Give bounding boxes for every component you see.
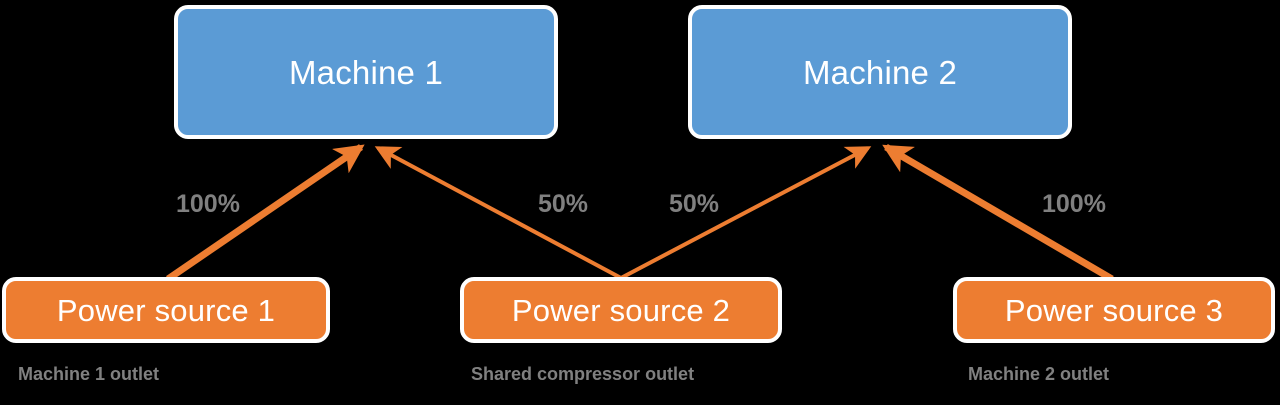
caption-power-source-3: Machine 2 outlet [968, 364, 1110, 384]
edge-label-source1-machine1: 100% [176, 190, 240, 218]
node-power-source-1[interactable]: Power source 1 [2, 277, 330, 343]
node-machine-2-label: Machine 2 [802, 53, 958, 91]
node-power-source-3-label: Power source 3 [1004, 292, 1224, 328]
caption-power-source-2: Shared compressor outlet [471, 364, 695, 384]
node-power-source-3[interactable]: Power source 3 [953, 277, 1275, 343]
node-power-source-1-label: Power source 1 [56, 292, 276, 328]
node-power-source-2[interactable]: Power source 2 [460, 277, 782, 343]
node-power-source-2-label: Power source 2 [511, 292, 731, 328]
node-machine-2[interactable]: Machine 2 [688, 5, 1072, 139]
edge-label-source3-machine2: 100% [1042, 190, 1106, 218]
node-machine-1-label: Machine 1 [288, 53, 444, 91]
connector-source2-machine2 [620, 146, 872, 280]
edge-label-source2-machine2: 50% [669, 190, 720, 218]
node-machine-1[interactable]: Machine 1 [174, 5, 558, 139]
edge-label-source2-machine1: 50% [538, 190, 589, 218]
caption-power-source-1: Machine 1 outlet [18, 364, 160, 384]
